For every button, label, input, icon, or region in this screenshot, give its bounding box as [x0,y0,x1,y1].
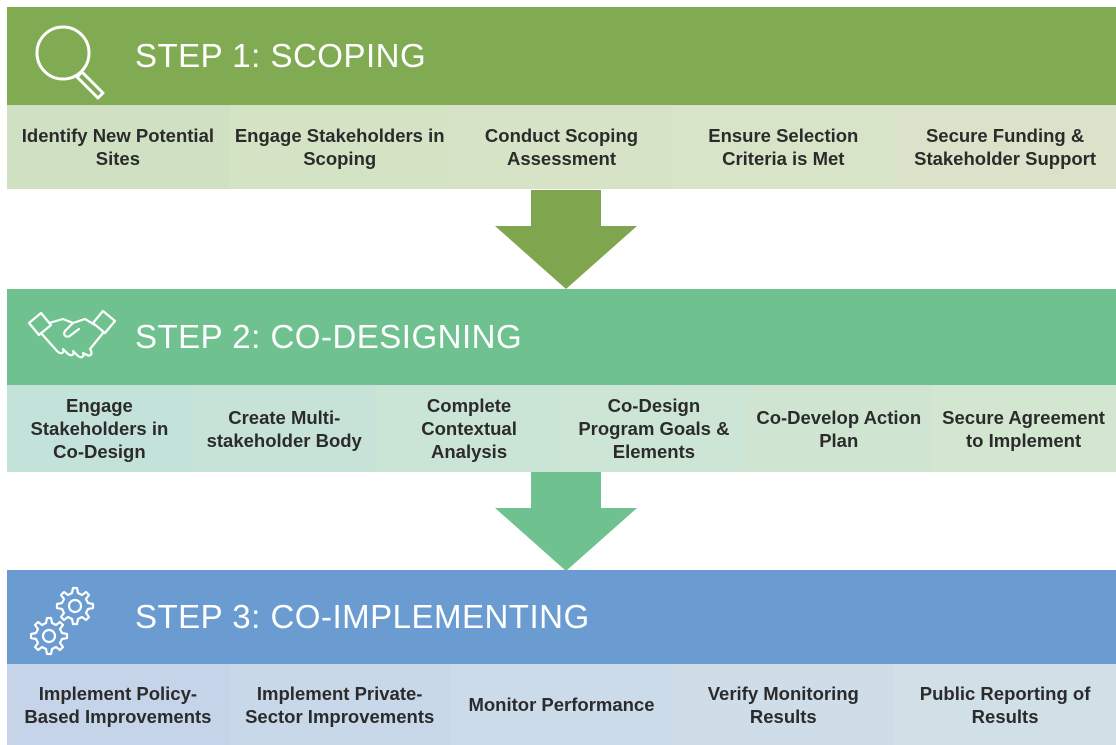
step-2-title: STEP 2: CO-DESIGNING [135,318,523,355]
task-cell: Engage Stakeholders in Scoping [228,105,451,189]
down-arrow-2 [495,472,637,571]
task-cell: Secure Funding & Stakeholder Support [894,105,1116,189]
task-cell: Verify Monitoring Results [672,664,895,745]
step-1-tasks: Identify New Potential Sites Engage Stak… [7,105,1116,189]
step-3-header: STEP 3: CO-IMPLEMENTING [7,570,1116,664]
task-cell: Ensure Selection Criteria is Met [672,105,895,189]
step-2-tasks: Engage Stakeholders in Co-Design Create … [7,385,1116,472]
task-cell: Monitor Performance [450,664,673,745]
task-cell: Co-Design Program Goals & Elements [561,385,747,472]
task-cell: Implement Private-Sector Improvements [228,664,451,745]
down-arrow-1 [495,190,637,289]
task-cell: Engage Stakeholders in Co-Design [7,385,192,472]
step-3-title: STEP 3: CO-IMPLEMENTING [135,598,590,635]
magnifier-icon [27,21,117,106]
step-1-title: STEP 1: SCOPING [135,37,427,74]
task-cell: Create Multi-stakeholder Body [191,385,377,472]
task-cell: Identify New Potential Sites [7,105,229,189]
task-cell: Public Reporting of Results [894,664,1116,745]
step-2-header: STEP 2: CO-DESIGNING [7,289,1116,385]
task-cell: Co-Develop Action Plan [746,385,932,472]
step-3-tasks: Implement Policy-Based Improvements Impl… [7,664,1116,745]
task-cell: Complete Contextual Analysis [376,385,562,472]
task-cell: Secure Agreement to Implement [931,385,1116,472]
task-cell: Conduct Scoping Assessment [450,105,673,189]
handshake-icon [27,309,117,370]
gears-icon [27,580,117,663]
step-1-header: STEP 1: SCOPING [7,7,1116,105]
task-cell: Implement Policy-Based Improvements [7,664,229,745]
